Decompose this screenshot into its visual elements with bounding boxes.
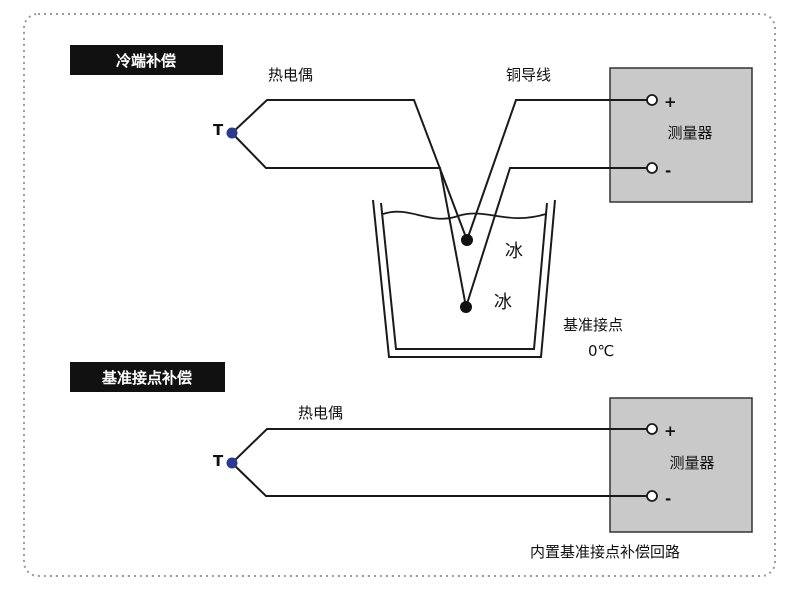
meter-plus-terminal <box>646 94 658 106</box>
ice-label-upper: 冰 <box>505 241 523 262</box>
meter-label-2: 测量器 <box>669 454 714 472</box>
copper-wire-minus <box>465 167 652 308</box>
meter-minus-terminal-2 <box>646 490 658 502</box>
builtin-compensation-caption: 内置基准接点补偿回路 <box>530 543 680 561</box>
copper-wire-label: 铜导线 <box>506 66 551 84</box>
terminal-label: T <box>213 121 224 139</box>
meter-label: 测量器 <box>667 124 712 142</box>
thermocouple-wire-lower <box>231 132 467 308</box>
thermocouple-wire-upper <box>231 99 468 241</box>
meter-minus-sign: - <box>665 162 671 180</box>
water-surface <box>382 210 547 220</box>
meter-minus-sign-2: - <box>665 490 671 508</box>
ice-bath-inner-wall <box>380 202 548 350</box>
ice-bath-outer-wall <box>372 199 556 358</box>
meter-plus-terminal-2 <box>646 423 658 435</box>
thermocouple-label-2: 热电偶 <box>298 404 343 422</box>
meter-minus-terminal <box>646 162 658 174</box>
terminal-label-2: T <box>213 452 224 470</box>
meter-plus-sign-2: + <box>664 422 677 440</box>
reference-junction-label: 基准接点 <box>563 316 623 334</box>
copper-wire-plus <box>466 99 652 241</box>
ice-label-lower: 冰 <box>494 292 512 313</box>
thermocouple-wire-lower-2 <box>231 462 652 497</box>
thermocouple-wire-upper-2 <box>231 428 652 464</box>
cold-junction-header-bg <box>70 45 223 75</box>
meter-box <box>609 67 753 203</box>
meter-box-2 <box>609 397 753 533</box>
terminal-dot-2 <box>226 457 238 469</box>
thermocouple-label: 热电偶 <box>268 66 313 84</box>
reference-compensation-header-bg <box>70 362 225 392</box>
reference-compensation-header: 基准接点补偿 <box>101 369 192 387</box>
reference-temperature-label: 0℃ <box>588 342 614 360</box>
dotted-frame <box>23 13 776 577</box>
reference-junction-upper <box>461 234 473 246</box>
cold-junction-header: 冷端补偿 <box>116 52 176 70</box>
meter-plus-sign: + <box>664 93 677 111</box>
reference-junction-lower <box>460 301 472 313</box>
terminal-dot <box>226 127 238 139</box>
